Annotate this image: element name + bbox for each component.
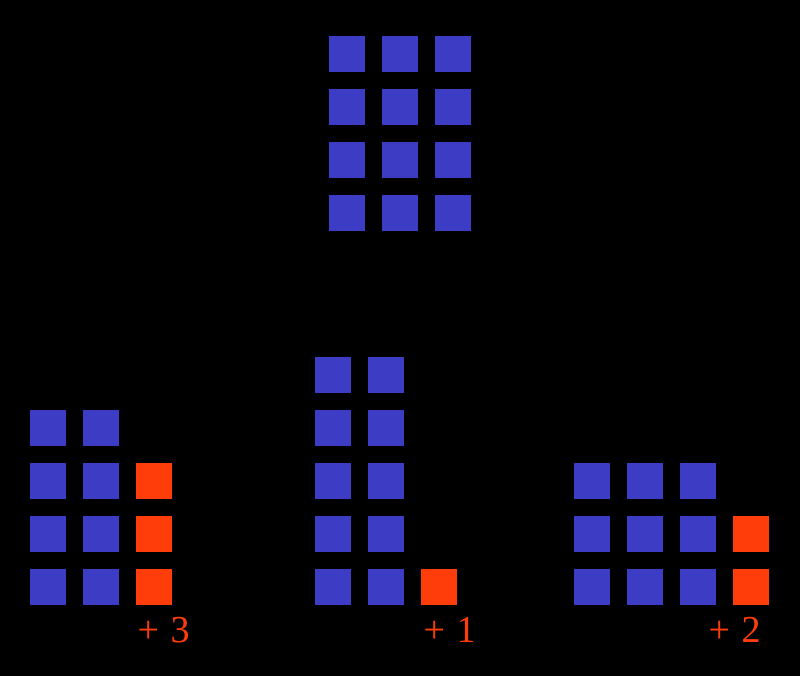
unit-square-blue	[315, 516, 351, 552]
unit-square-blue	[382, 142, 418, 178]
grid-11-columns-of-3	[574, 463, 769, 605]
unit-square-blue	[382, 36, 418, 72]
empty-cell	[421, 357, 457, 393]
unit-square-blue	[680, 569, 716, 605]
remainder-square-orange	[136, 516, 172, 552]
unit-square-blue	[680, 463, 716, 499]
remainder-label-plus-2: + 2	[708, 609, 762, 651]
remainder-square-orange	[733, 516, 769, 552]
remainder-square-orange	[733, 569, 769, 605]
empty-cell	[421, 410, 457, 446]
unit-square-blue	[315, 569, 351, 605]
unit-square-blue	[627, 463, 663, 499]
unit-square-blue	[627, 569, 663, 605]
unit-square-blue	[435, 142, 471, 178]
unit-square-blue	[368, 516, 404, 552]
unit-square-blue	[329, 36, 365, 72]
grid-12-rectangle	[329, 36, 471, 231]
unit-square-blue	[680, 516, 716, 552]
unit-square-blue	[30, 410, 66, 446]
unit-square-blue	[83, 516, 119, 552]
unit-square-blue	[627, 516, 663, 552]
unit-square-blue	[435, 89, 471, 125]
empty-cell	[136, 410, 172, 446]
unit-square-blue	[574, 463, 610, 499]
unit-square-blue	[435, 36, 471, 72]
unit-square-blue	[368, 357, 404, 393]
unit-square-blue	[368, 463, 404, 499]
unit-square-blue	[315, 357, 351, 393]
unit-square-blue	[30, 516, 66, 552]
unit-square-blue	[329, 195, 365, 231]
empty-cell	[421, 516, 457, 552]
unit-square-blue	[382, 195, 418, 231]
remainder-square-orange	[136, 463, 172, 499]
unit-square-blue	[368, 569, 404, 605]
unit-square-blue	[329, 89, 365, 125]
remainder-label-plus-1: + 1	[423, 609, 477, 651]
unit-square-blue	[83, 569, 119, 605]
unit-square-blue	[83, 410, 119, 446]
unit-square-blue	[368, 410, 404, 446]
unit-square-blue	[329, 142, 365, 178]
remainder-square-orange	[136, 569, 172, 605]
remainder-label-plus-3: + 3	[137, 609, 191, 651]
unit-square-blue	[574, 516, 610, 552]
grid-11-columns-of-4	[30, 410, 172, 605]
unit-square-blue	[83, 463, 119, 499]
unit-square-blue	[382, 89, 418, 125]
unit-square-blue	[30, 463, 66, 499]
empty-cell	[421, 463, 457, 499]
unit-square-blue	[435, 195, 471, 231]
empty-cell	[733, 463, 769, 499]
unit-square-blue	[574, 569, 610, 605]
unit-square-blue	[315, 410, 351, 446]
remainder-square-orange	[421, 569, 457, 605]
unit-square-blue	[30, 569, 66, 605]
grid-11-columns-of-5	[315, 357, 457, 605]
unit-square-blue	[315, 463, 351, 499]
